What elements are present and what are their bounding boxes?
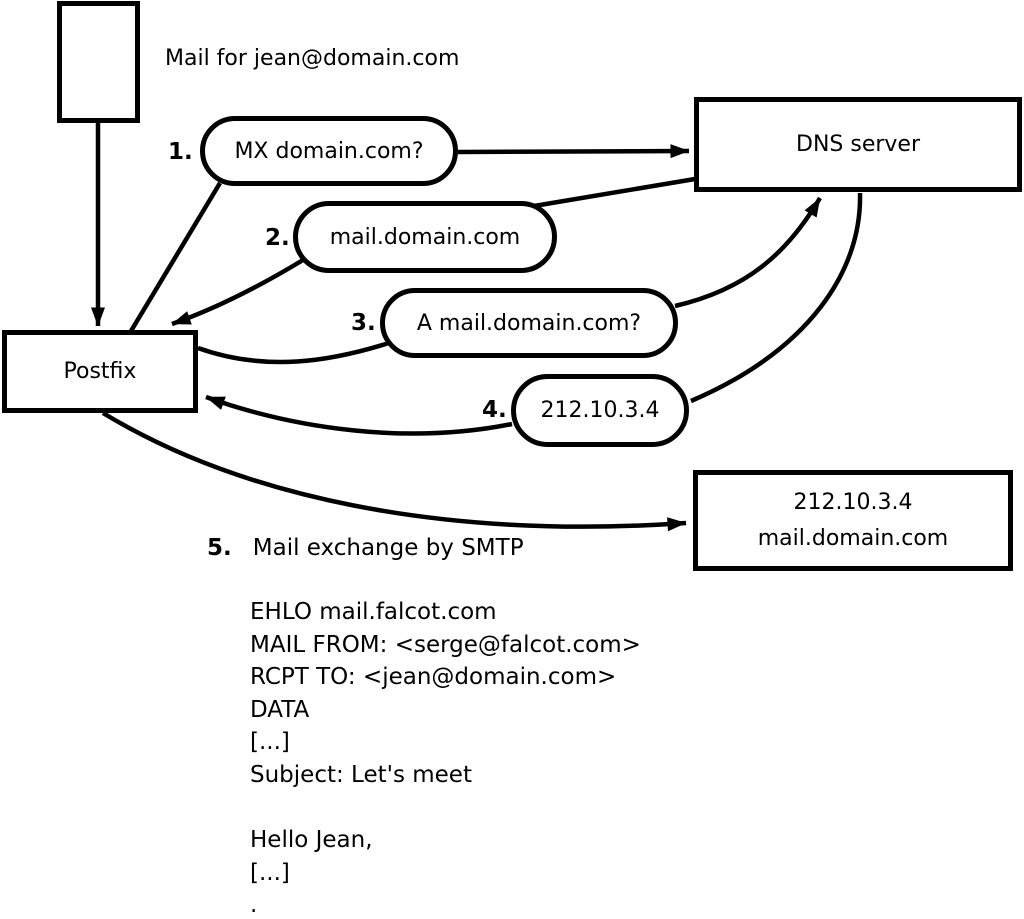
postfix-node: Postfix (2, 330, 198, 413)
arrow-a-query-to-dns (674, 196, 822, 309)
dns-server-node: DNS server (694, 97, 1022, 192)
step-5-number: 5. (207, 535, 232, 561)
arrow-mx-query-to-dns (457, 144, 690, 159)
line-dns-to-mx-answer (533, 176, 696, 209)
smtp-line-rcpt-to: RCPT TO: <jean@domain.com> (250, 664, 617, 691)
mail-server-node: 212.10.3.4 mail.domain.com (693, 470, 1013, 571)
step-2-number: 2. (265, 225, 290, 251)
step-5-caption: 5. Mail exchange by SMTP (207, 535, 524, 561)
step-4-pill-a-answer: 212.10.3.4 (511, 374, 689, 447)
step-3-label: A mail.domain.com? (416, 310, 642, 336)
step-1-pill-mx-query: MX domain.com? (200, 116, 458, 186)
smtp-line-blank (250, 792, 641, 825)
arrow-postfix-to-mailserver-smtp (101, 411, 687, 532)
smtp-transcript: EHLO mail.falcot.com MAIL FROM: <serge@f… (250, 596, 641, 919)
step-2-label: mail.domain.com (329, 224, 521, 250)
smtp-line-greeting: Hello Jean, (250, 827, 373, 854)
postfix-label: Postfix (63, 359, 137, 384)
arrow-a-answer-to-postfix (205, 394, 513, 436)
line-dns-to-a-answer (690, 192, 863, 404)
line-postfix-to-a-query (197, 339, 393, 365)
step-4-label: 212.10.3.4 (540, 398, 660, 423)
arrow-mx-answer-to-postfix (171, 258, 305, 327)
step-5-label: Mail exchange by SMTP (252, 535, 524, 561)
step-2-pill-mx-answer: mail.domain.com (293, 201, 557, 273)
dns-server-label: DNS server (796, 132, 920, 157)
mail-note: Mail for jean@domain.com (165, 46, 460, 71)
line-postfix-to-mx-query (129, 181, 222, 333)
smtp-line-end-dot: . (250, 892, 258, 919)
smtp-line-ellipsis-2: [...] (250, 859, 290, 886)
step-1-number: 1. (168, 139, 193, 165)
smtp-line-data: DATA (250, 696, 310, 723)
step-3-number: 3. (351, 310, 376, 336)
step-4-number: 4. (482, 397, 507, 423)
smtp-line-mail-from: MAIL FROM: <serge@falcot.com> (250, 631, 641, 658)
step-1-label: MX domain.com? (234, 138, 424, 164)
step-3-pill-a-query: A mail.domain.com? (380, 288, 678, 358)
mail-message-icon (57, 1, 140, 123)
smtp-line-ellipsis-1: [...] (250, 729, 290, 756)
smtp-line-subject: Subject: Let's meet (250, 761, 472, 788)
smtp-line-ehlo: EHLO mail.falcot.com (250, 599, 497, 625)
mail-server-hostname: mail.domain.com (757, 525, 949, 551)
mail-server-ip: 212.10.3.4 (793, 489, 913, 515)
